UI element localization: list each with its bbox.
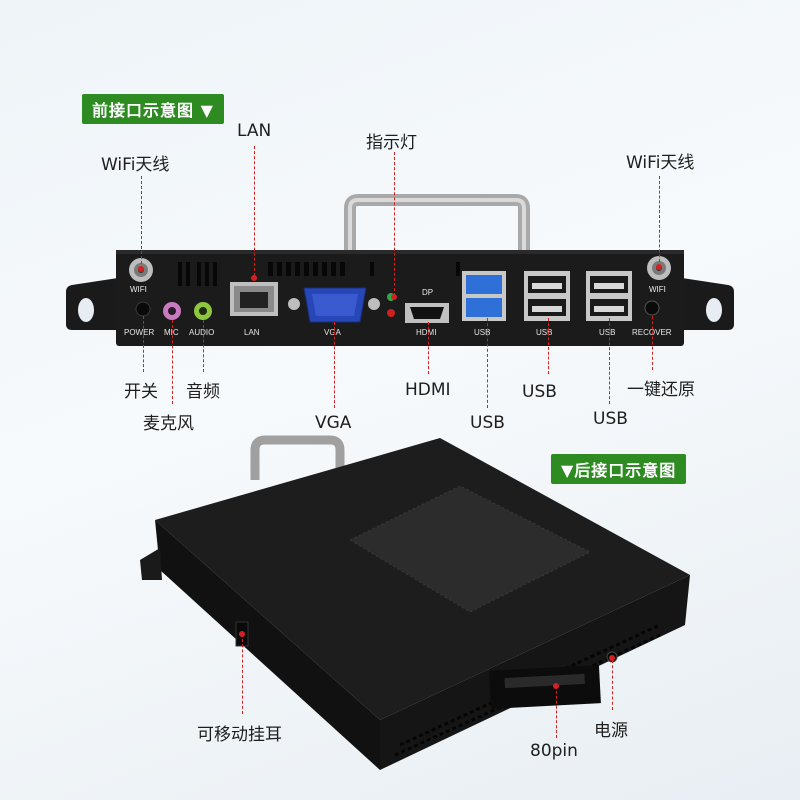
callout-usb-2: USB <box>522 382 557 402</box>
panel-label-audio: AUDIO <box>189 328 215 337</box>
callout-hdmi: HDMI <box>405 380 451 400</box>
panel-label-hdmi: HDMI <box>416 328 437 337</box>
callout-mic: 麦克风 <box>143 414 194 434</box>
callout-power-input: 电源 <box>594 721 628 741</box>
callout-audio: 音频 <box>186 382 220 402</box>
vga-port <box>288 287 380 323</box>
callout-wifi-left: WiFi天线 <box>101 155 170 175</box>
panel-label-mic: MIC <box>164 328 179 337</box>
callout-lan: LAN <box>237 121 272 141</box>
rear-ports-badge: ▼后接口示意图 <box>551 454 687 484</box>
panel-label-dp: DP <box>422 288 434 297</box>
callout-line-80pin <box>556 686 557 738</box>
callout-line-usb-3 <box>609 318 610 404</box>
panel-label-lan: LAN <box>244 328 260 337</box>
callout-line-mic <box>172 320 173 404</box>
callout-line-wifi-left <box>141 176 142 264</box>
callout-dot-lan <box>251 275 257 281</box>
power-button <box>135 301 151 317</box>
usb-stack-blue <box>462 271 506 321</box>
hdmi-port <box>405 303 449 323</box>
callout-dot-indicator <box>391 294 397 300</box>
callout-line-indicator <box>394 152 395 296</box>
usb-stack-1 <box>524 271 570 321</box>
callout-dot-80pin <box>553 683 559 689</box>
callout-line-wifi-right <box>659 176 660 262</box>
callout-removable-ear: 可移动挂耳 <box>197 725 282 745</box>
panel-label-power: POWER <box>124 328 155 337</box>
callout-line-power-in <box>612 660 613 710</box>
callout-line-power <box>143 316 144 372</box>
callout-line-ear <box>242 634 243 714</box>
callout-dot-wifi-right <box>656 264 662 270</box>
rear-handle <box>250 435 345 480</box>
callout-vga: VGA <box>315 413 352 433</box>
callout-dot-ear <box>239 631 245 637</box>
indicator-led-red <box>387 309 395 317</box>
callout-80pin: 80pin <box>530 741 578 761</box>
callout-recover: 一键还原 <box>627 380 695 400</box>
usb-stack-2 <box>586 271 632 321</box>
front-ports-badge: 前接口示意图 ▼ <box>82 94 224 124</box>
panel-label-vga: VGA <box>324 328 341 337</box>
panel-label-usb-3: USB <box>599 328 616 337</box>
callout-line-usb-1 <box>487 318 488 408</box>
recover-button <box>644 300 660 316</box>
callout-dot-power-in <box>609 655 615 661</box>
mount-ears <box>66 278 734 330</box>
lan-port <box>230 282 278 316</box>
callout-line-lan <box>254 146 255 276</box>
callout-wifi-right: WiFi天线 <box>626 153 695 173</box>
callout-line-vga <box>334 322 335 408</box>
callout-line-recover <box>652 316 653 370</box>
front-handle <box>344 194 530 262</box>
panel-label-recover: RECOVER <box>632 328 672 337</box>
callout-usb-3: USB <box>593 409 628 429</box>
callout-line-usb-2 <box>548 318 549 374</box>
callout-usb-1: USB <box>470 413 505 433</box>
callout-line-audio <box>203 320 204 372</box>
callout-indicator: 指示灯 <box>366 133 417 153</box>
callout-power-switch: 开关 <box>124 382 158 402</box>
callout-line-hdmi <box>428 322 429 374</box>
panel-label-wifi-right: WIFI <box>649 285 666 294</box>
rear-chassis <box>140 438 690 770</box>
panel-label-usb-2: USB <box>536 328 553 337</box>
panel-label-wifi-left: WIFI <box>130 285 147 294</box>
callout-dot-wifi-left <box>138 266 144 272</box>
panel-label-usb-1: USB <box>474 328 491 337</box>
